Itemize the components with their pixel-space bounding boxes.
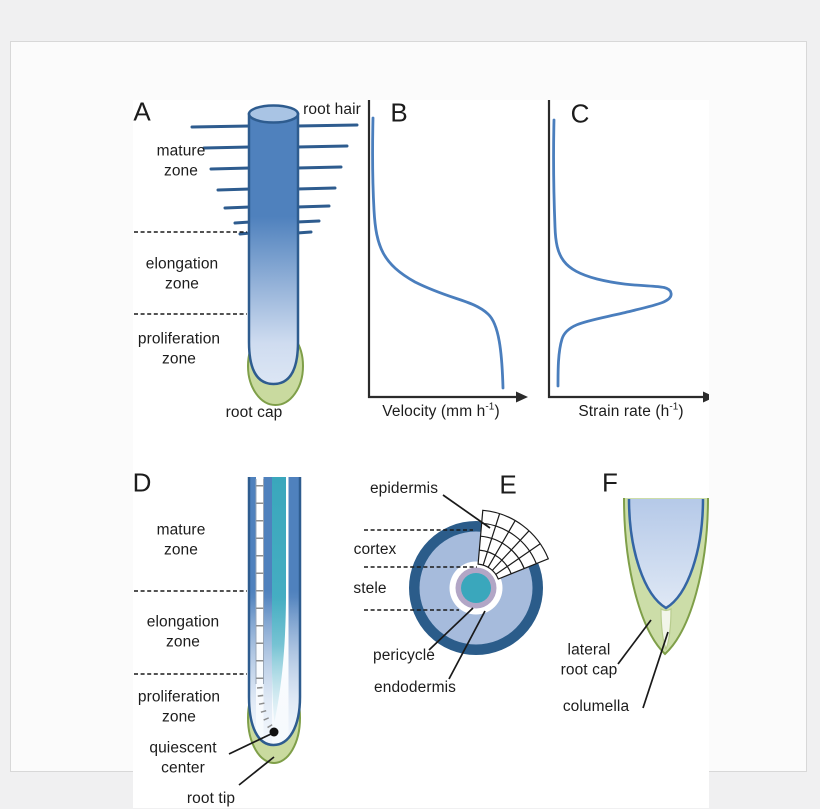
x-axis-arrow-b — [516, 391, 528, 403]
panel-letter-b: B — [390, 97, 408, 128]
leader-lines-d — [228, 733, 275, 786]
root-tissue-stripes — [249, 477, 300, 745]
panel-e-cross-section — [364, 494, 550, 680]
leader-lines-f — [617, 619, 669, 709]
root-hairs — [190, 123, 359, 236]
label-columella: columella — [562, 697, 630, 715]
label-mature-zone-d: mature zone — [156, 521, 206, 559]
columella-shape — [660, 607, 672, 651]
b-axis-label: Velocity (mm h-1) — [382, 402, 499, 422]
label-root-cap: root cap — [225, 403, 283, 421]
axes-c — [547, 100, 704, 399]
figure-card: A B C D E F mature zone elongation zone … — [10, 41, 807, 808]
root-body-a — [247, 112, 300, 386]
label-lateral-root-cap: lateral root cap — [560, 641, 618, 679]
panel-a-root-diagram — [134, 104, 359, 406]
label-elongation-zone-d: elongation zone — [146, 613, 220, 651]
panel-letter-f: F — [602, 467, 618, 498]
c-axis-label: Strain rate (h-1) — [578, 402, 683, 422]
root-top-ellipse — [247, 104, 300, 124]
label-mature-zone-a: mature zone — [156, 142, 206, 180]
c-axis-close: ) — [678, 402, 684, 420]
panel-d-root-section — [134, 477, 302, 786]
label-cortex: cortex — [353, 540, 397, 558]
root-body-f-outline — [627, 498, 705, 610]
strain-rate-curve — [552, 118, 673, 388]
pointer-dashes-e — [364, 529, 477, 611]
panel-letter-d: D — [132, 467, 152, 498]
b-axis-close: ) — [494, 402, 500, 420]
panel-f-root-tip — [617, 497, 709, 709]
root-outline-d — [247, 477, 302, 747]
axes-b — [367, 100, 517, 399]
label-proliferation-zone-d: proliferation zone — [137, 688, 221, 726]
panel-b-velocity-plot — [367, 100, 528, 403]
lateral-root-cap-outline — [623, 497, 709, 656]
velocity-curve — [371, 116, 505, 390]
quiescent-center-dot — [269, 727, 279, 737]
root-growth-figure: A B C D E F mature zone elongation zone … — [132, 96, 709, 808]
c-axis-text: Strain rate (h — [578, 402, 670, 420]
panel-letter-a: A — [133, 96, 151, 127]
label-stele: stele — [353, 579, 387, 597]
label-root-tip: root tip — [186, 789, 236, 807]
b-axis-text: Velocity (mm h — [382, 402, 486, 420]
panel-letter-c: C — [570, 98, 590, 129]
label-elongation-zone-a: elongation zone — [145, 255, 219, 293]
panel-letter-e: E — [499, 469, 517, 500]
b-axis-sup: -1 — [485, 401, 495, 413]
root-body-f — [629, 499, 703, 608]
c-axis-sup: -1 — [669, 401, 679, 413]
zone-dividers-a — [134, 231, 247, 315]
x-axis-arrow-c — [703, 391, 709, 403]
label-root-hair: root hair — [303, 100, 361, 118]
cell-lineage-wedge — [477, 509, 550, 580]
label-quiescent-center: quiescent center — [149, 739, 217, 777]
figure-svg — [134, 100, 709, 786]
stele-disc — [461, 573, 491, 603]
label-proliferation-zone-a: proliferation zone — [137, 330, 221, 368]
panel-c-strain-rate-plot — [547, 100, 709, 403]
label-pericycle: pericycle — [372, 646, 436, 664]
leader-lines-e — [428, 494, 491, 680]
label-endodermis: endodermis — [374, 678, 456, 696]
label-epidermis: epidermis — [369, 479, 439, 497]
zone-dividers-d — [134, 590, 247, 675]
